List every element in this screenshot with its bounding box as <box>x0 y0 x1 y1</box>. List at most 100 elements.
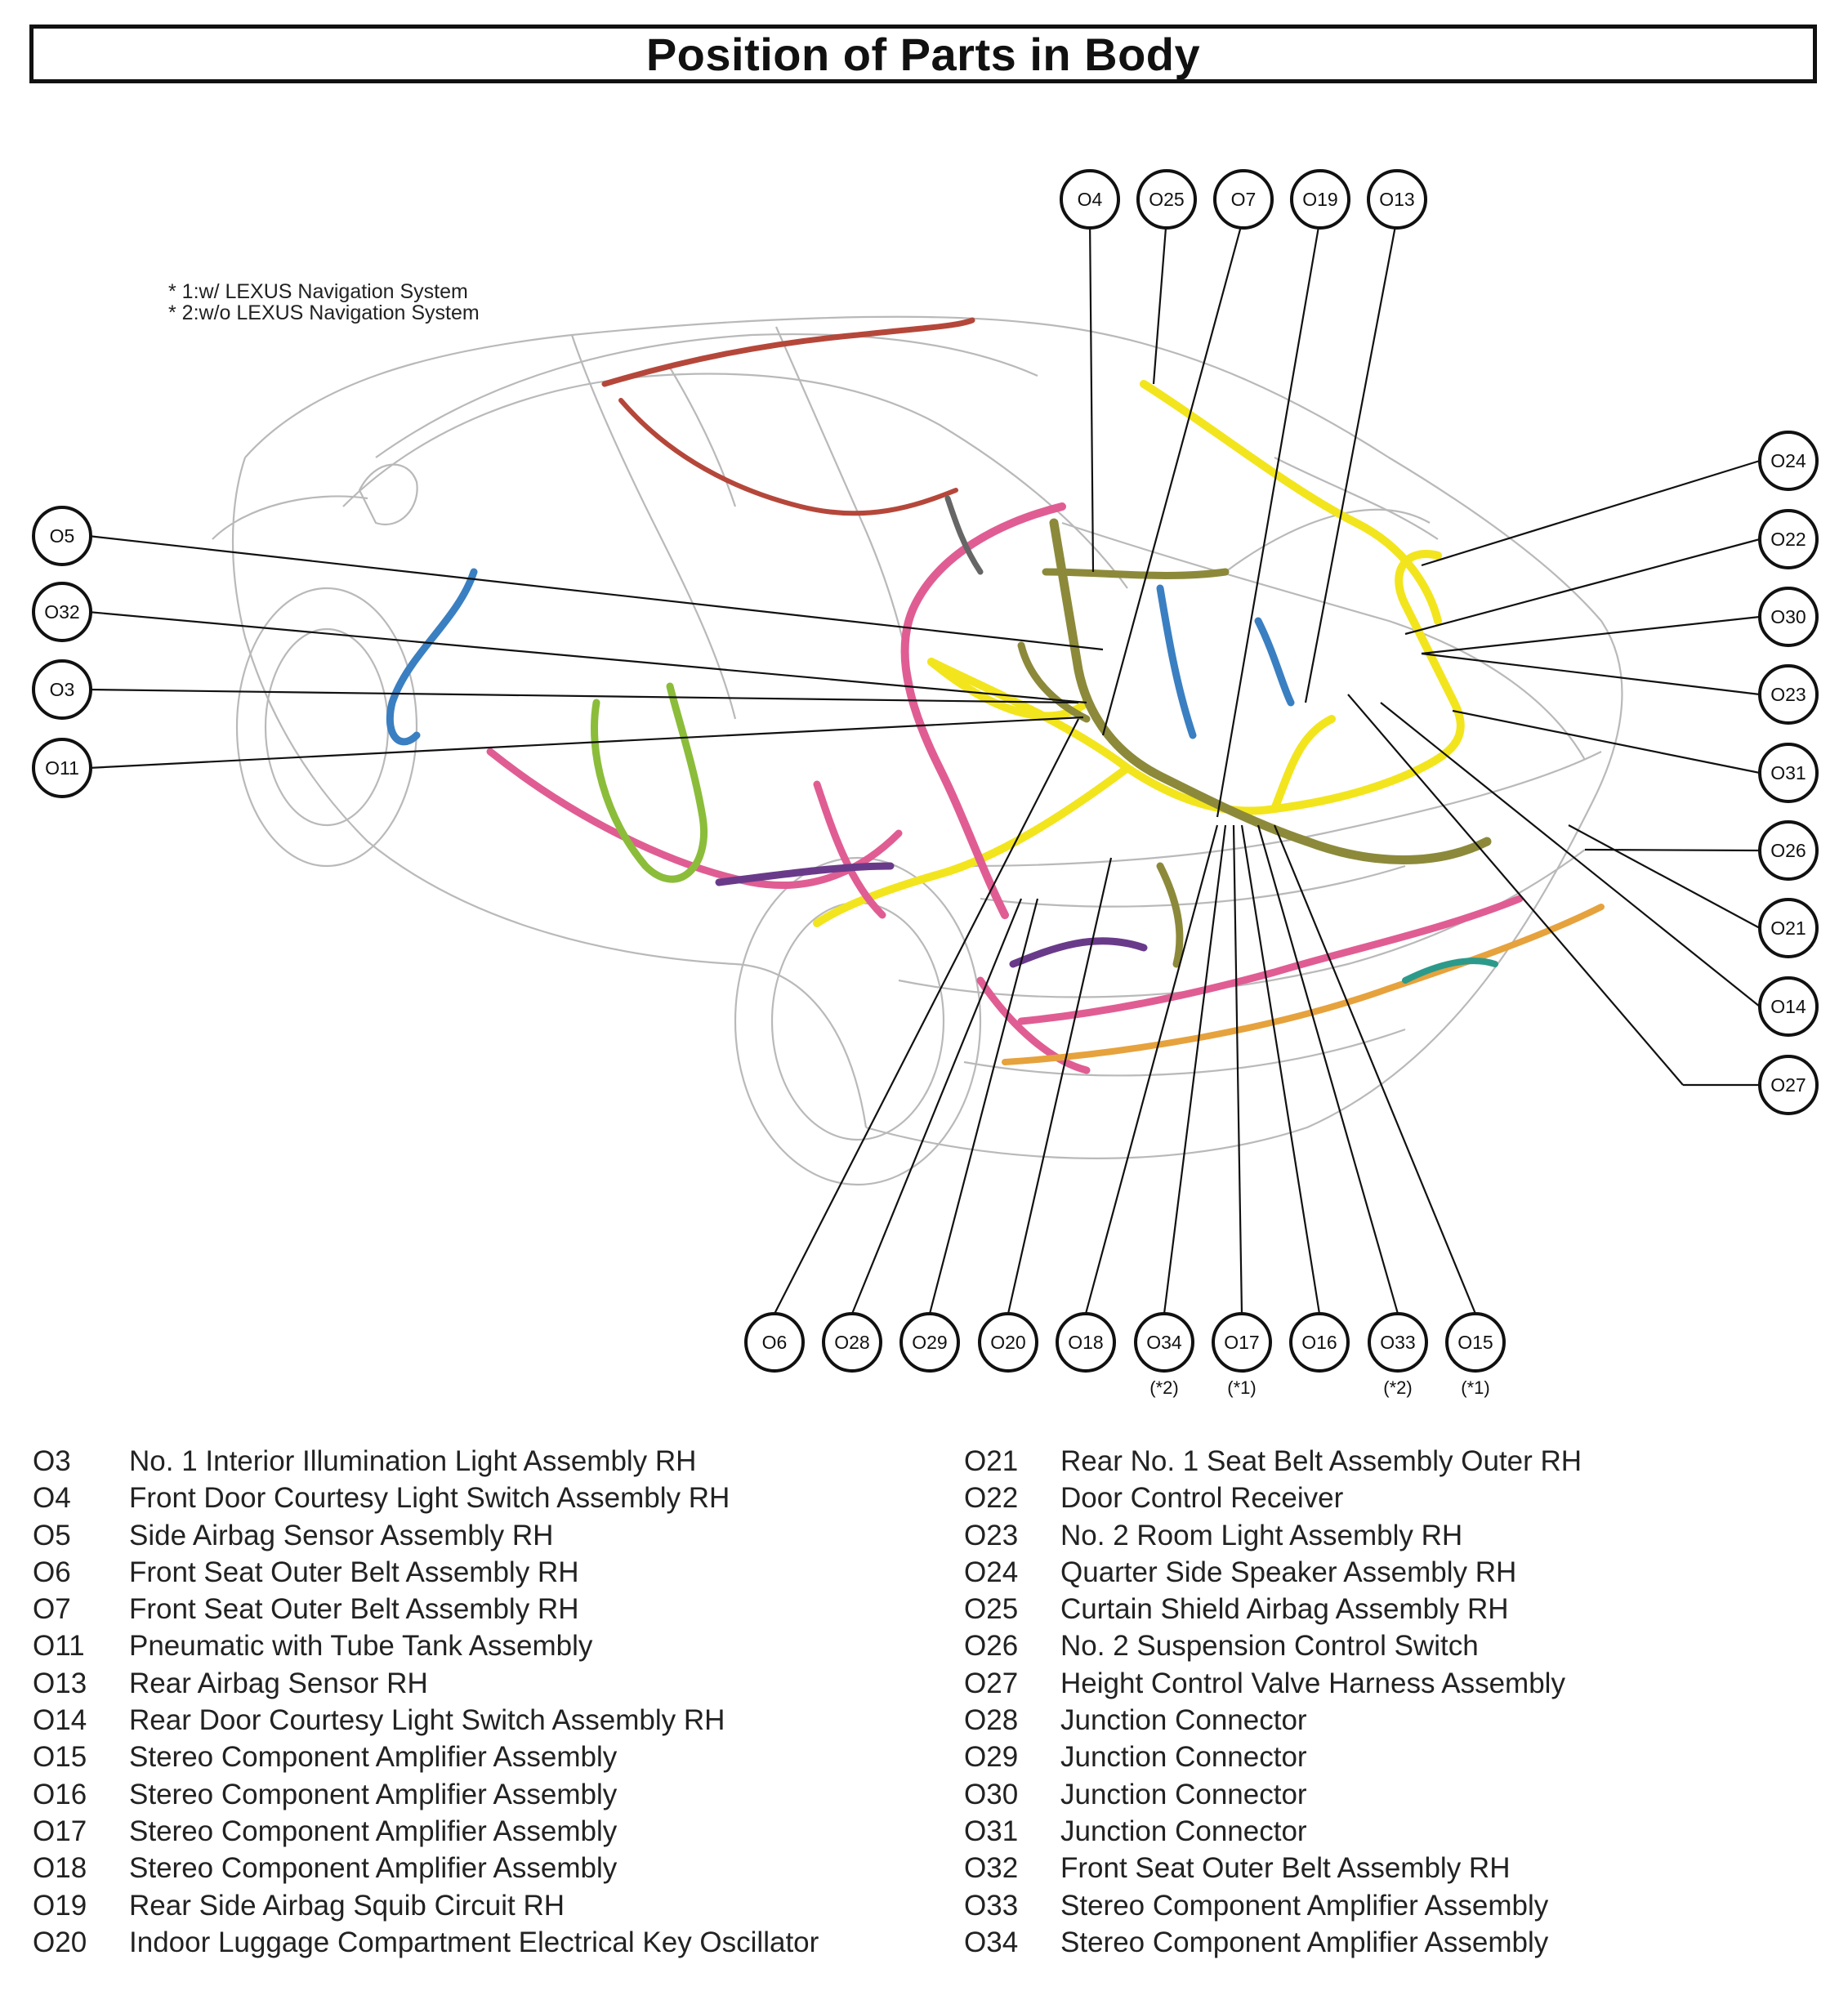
legend-code: O4 <box>33 1482 71 1515</box>
callout-label: O29 <box>912 1332 947 1353</box>
callout-label: O32 <box>44 601 79 623</box>
legend-row: O23 No. 2 Room Light Assembly RH <box>964 1517 1582 1554</box>
callout-label: O34 <box>1146 1332 1182 1353</box>
callout-O6: O6 <box>744 1312 805 1373</box>
harness-red-brown <box>601 317 975 387</box>
legend-name: Stereo Component Amplifier Assembly <box>1060 1926 1549 1958</box>
legend-code: O6 <box>33 1556 71 1588</box>
callout-O28: O28 <box>822 1312 882 1373</box>
legend-name: Front Door Courtesy Light Switch Assembl… <box>129 1482 730 1515</box>
harness-purple <box>1009 937 1148 968</box>
harness-olive <box>1049 518 1492 864</box>
callout-label: O18 <box>1068 1332 1103 1353</box>
callout-label: O25 <box>1149 189 1184 210</box>
legend-name: Pneumatic with Tube Tank Assembly <box>129 1630 593 1663</box>
callout-O19: O19 <box>1290 169 1350 230</box>
legend-right: O21 Rear No. 1 Seat Belt Assembly Outer R… <box>964 1443 1582 1961</box>
callout-O31: O31 <box>1758 743 1819 803</box>
legend-row: O3 No. 1 Interior Illumination Light Asse… <box>33 1443 819 1480</box>
legend-name: Side Airbag Sensor Assembly RH <box>129 1519 554 1551</box>
callout-O26: O26 <box>1758 820 1819 881</box>
title-box: Position of Parts in Body <box>29 25 1817 83</box>
callout-O29: O29 <box>899 1312 960 1373</box>
legend-name: Stereo Component Amplifier Assembly <box>129 1741 618 1774</box>
legend-name: No. 1 Interior Illumination Light Assemb… <box>129 1445 697 1477</box>
callout-O14: O14 <box>1758 976 1819 1037</box>
callout-label: O21 <box>1770 917 1806 939</box>
legend-code: O3 <box>33 1445 71 1477</box>
legend-code: O27 <box>964 1667 1019 1699</box>
harness-green <box>591 682 708 883</box>
callouts-top: O4 O25 O7 O19 O13 <box>1060 169 1427 230</box>
callout-O33: O33(*2) <box>1368 1312 1428 1398</box>
legend-code: O15 <box>33 1741 87 1774</box>
callout-O18: O18 <box>1056 1312 1116 1373</box>
callout-O22: O22 <box>1758 509 1819 569</box>
legend-code: O21 <box>964 1445 1019 1477</box>
callout-label: O33 <box>1380 1332 1415 1353</box>
leader-lines <box>87 217 1761 1315</box>
callout-note: (*1) <box>1461 1377 1489 1398</box>
legend-name: Rear Side Airbag Squib Circuit RH <box>129 1889 565 1922</box>
callout-O5: O5 <box>32 506 92 566</box>
legend-code: O24 <box>964 1556 1019 1588</box>
legend-code: O28 <box>964 1704 1019 1737</box>
legend-name: Height Control Valve Harness Assembly <box>1060 1667 1565 1699</box>
callout-O7: O7 <box>1213 169 1274 230</box>
callout-label: O16 <box>1301 1332 1337 1353</box>
callout-label: O17 <box>1224 1332 1259 1353</box>
legend-code: O18 <box>33 1852 87 1885</box>
callout-label: O7 <box>1231 189 1257 210</box>
callout-O24: O24 <box>1758 431 1819 491</box>
harness-gray <box>944 495 984 575</box>
harness-teal <box>1402 958 1498 984</box>
harness-orange <box>1002 904 1605 1065</box>
callout-O3: O3 <box>32 659 92 720</box>
legend-name: Junction Connector <box>1060 1704 1307 1737</box>
legend-code: O7 <box>33 1593 71 1626</box>
legend-name: Junction Connector <box>1060 1741 1307 1774</box>
callouts-left: O5 O32 O3 O11 <box>32 506 92 798</box>
callout-O16: O16 <box>1289 1312 1350 1373</box>
callout-label: O20 <box>990 1332 1025 1353</box>
legend-code: O31 <box>964 1815 1019 1847</box>
harness-blue <box>386 568 478 746</box>
callout-O13: O13 <box>1367 169 1427 230</box>
legend-name: Quarter Side Speaker Assembly RH <box>1060 1556 1517 1588</box>
harness-yellow <box>927 550 1465 815</box>
callout-label: O15 <box>1457 1332 1493 1353</box>
legend-name: Stereo Component Amplifier Assembly <box>129 1852 618 1885</box>
legend-name: Rear Airbag Sensor RH <box>129 1667 428 1699</box>
legend-code: O22 <box>964 1482 1019 1515</box>
legend-row: O18 Stereo Component Amplifier Assembly <box>33 1850 819 1886</box>
legend-name: Stereo Component Amplifier Assembly <box>1060 1889 1549 1922</box>
legend-name: Door Control Receiver <box>1060 1482 1344 1515</box>
legend-code: O19 <box>33 1889 87 1922</box>
callout-O11: O11 <box>32 738 92 798</box>
callouts-right: O24 O22 O30 O23 O31 O26 O21 O14 O27 <box>1758 431 1819 1115</box>
callout-label: O3 <box>50 679 75 700</box>
legend-name: Curtain Shield Airbag Assembly RH <box>1060 1593 1509 1626</box>
legend-name: Rear No. 1 Seat Belt Assembly Outer RH <box>1060 1445 1582 1477</box>
callout-O32: O32 <box>32 582 92 642</box>
legend-name: No. 2 Room Light Assembly RH <box>1060 1519 1463 1551</box>
callout-label: O27 <box>1770 1074 1806 1096</box>
legend-row: O4 Front Door Courtesy Light Switch Assem… <box>33 1480 819 1516</box>
harness-pink <box>900 502 1066 919</box>
legend-code: O23 <box>964 1519 1019 1551</box>
legend-row: O22 Door Control Receiver <box>964 1480 1582 1516</box>
